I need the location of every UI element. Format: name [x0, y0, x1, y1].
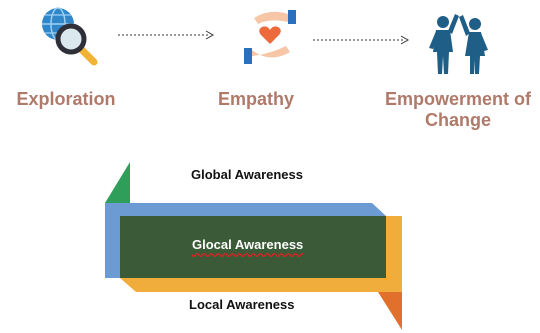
- hands-heart-icon: [244, 10, 296, 64]
- stage-label-exploration: Exploration: [16, 89, 116, 109]
- orange-triangle: [378, 292, 402, 330]
- dashed-arrow-2: [313, 35, 410, 45]
- globe-magnifier-icon: [42, 7, 98, 66]
- people-high-five-icon: [429, 14, 488, 74]
- dashed-arrow-1: [118, 30, 215, 40]
- stage-label-empowerment: Empowerment of Change: [384, 89, 531, 130]
- glocal-awareness-label: Glocal Awareness: [192, 237, 304, 252]
- local-awareness-label: Local Awareness: [189, 297, 295, 312]
- green-triangle: [105, 162, 130, 203]
- global-awareness-label: Global Awareness: [191, 167, 303, 182]
- glocal-box: [120, 216, 386, 278]
- blue-band: [105, 203, 386, 278]
- stage-label-empathy: Empathy: [217, 89, 295, 109]
